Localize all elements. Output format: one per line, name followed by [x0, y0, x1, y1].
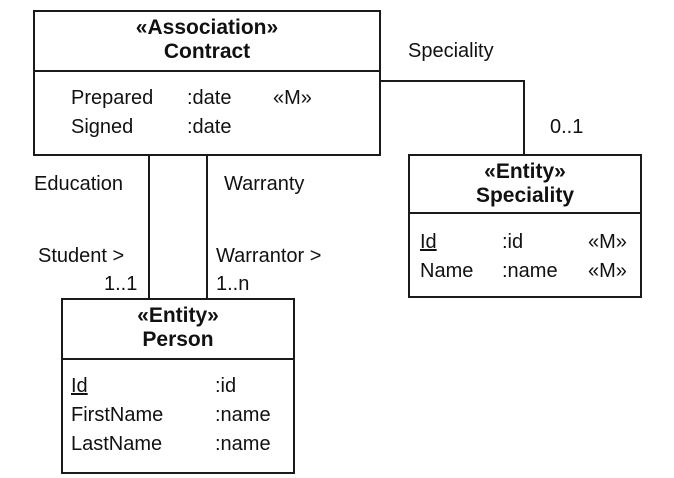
attribute-name: Prepared	[71, 87, 154, 109]
education-association-label: Education	[34, 173, 123, 195]
speciality-header: «Entity» Speciality	[410, 156, 640, 214]
speciality-multiplicity: 0..1	[550, 116, 584, 138]
attribute-row: Signed :date	[35, 113, 379, 142]
warranty-connector	[206, 154, 208, 300]
attribute-tag: «M»	[588, 231, 627, 253]
contract-stereotype: «Association»	[135, 16, 279, 39]
person-name: Person	[142, 328, 214, 351]
attribute-name: Id	[71, 375, 88, 397]
attribute-type: :name	[502, 260, 558, 282]
attribute-name: LastName	[71, 433, 163, 455]
person-entity[interactable]: «Entity» Person Id :id FirstName :name L…	[61, 298, 295, 474]
attribute-name: FirstName	[71, 404, 164, 426]
speciality-name: Speciality	[475, 184, 575, 207]
warranty-multiplicity: 1..n	[216, 273, 250, 295]
person-header: «Entity» Person	[63, 300, 293, 360]
attribute-type: :id	[215, 375, 237, 397]
attribute-type: :name	[215, 433, 271, 455]
speciality-stereotype: «Entity»	[484, 160, 566, 183]
contract-header: «Association» Contract	[35, 12, 379, 72]
contract-name: Contract	[163, 40, 251, 63]
attribute-name: Id	[420, 231, 437, 253]
speciality-entity[interactable]: «Entity» Speciality Id :id «M» Name :nam…	[408, 154, 642, 298]
attribute-type: :date	[187, 87, 232, 109]
warranty-association-label: Warranty	[224, 173, 305, 195]
attribute-row: Id :id «M»	[410, 228, 640, 257]
attribute-row: LastName :name	[63, 430, 293, 459]
attribute-row: FirstName :name	[63, 401, 293, 430]
contract-class[interactable]: «Association» Contract Prepared :date «M…	[33, 10, 381, 156]
attribute-type: :id	[502, 231, 524, 253]
speciality-connector-horizontal	[379, 80, 525, 82]
person-stereotype: «Entity»	[137, 304, 219, 327]
attribute-tag: «M»	[588, 260, 627, 282]
speciality-association-label: Speciality	[408, 40, 494, 62]
attribute-name: Name	[420, 260, 474, 282]
attribute-tag: «M»	[273, 87, 312, 109]
education-multiplicity: 1..1	[104, 273, 138, 295]
speciality-connector-vertical	[523, 80, 525, 156]
attribute-type: :name	[215, 404, 271, 426]
attribute-row: Prepared :date «M»	[35, 84, 379, 113]
attribute-type: :date	[187, 116, 232, 138]
education-role: Student >	[38, 245, 125, 267]
warranty-role: Warrantor >	[216, 245, 322, 267]
education-connector	[148, 154, 150, 300]
attribute-row: Id :id	[63, 372, 293, 401]
attribute-name: Signed	[71, 116, 134, 138]
attribute-row: Name :name «M»	[410, 257, 640, 286]
